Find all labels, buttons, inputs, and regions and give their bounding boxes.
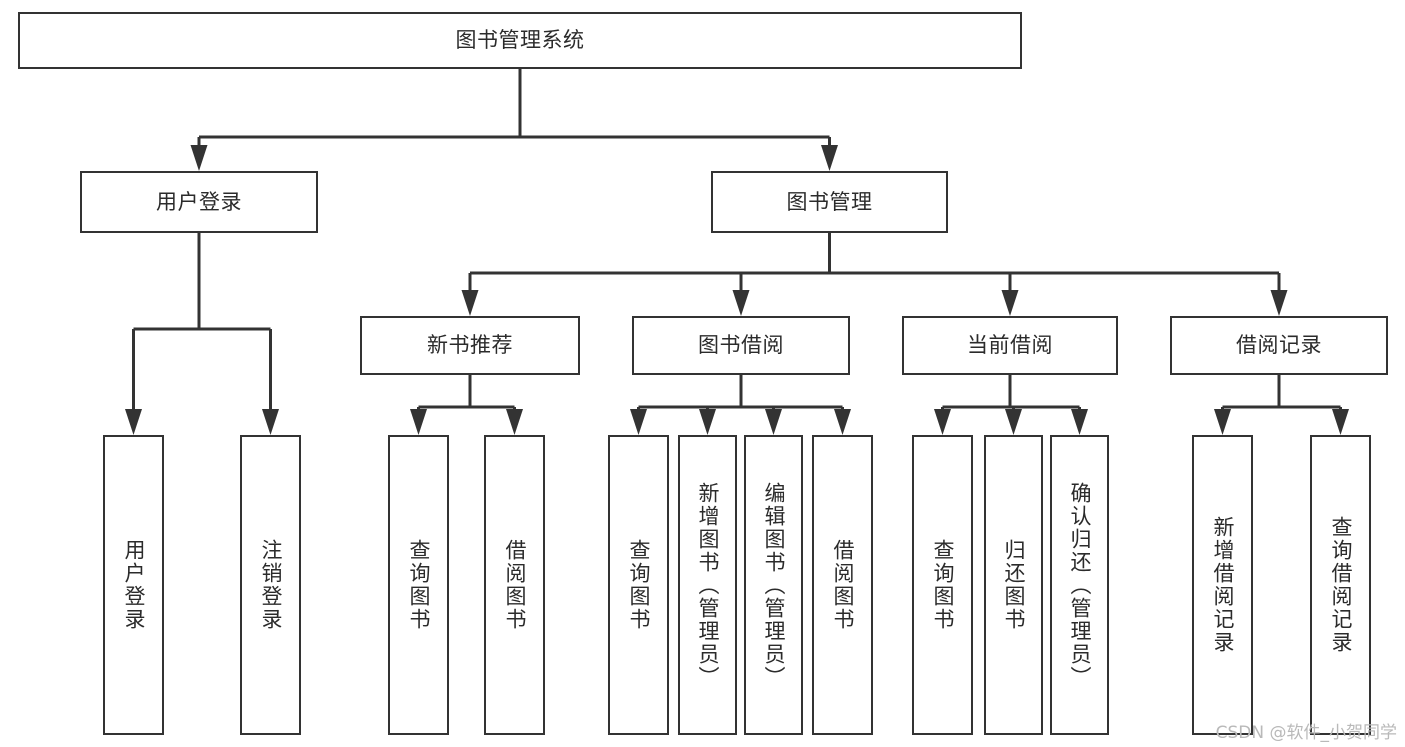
arrowhead-l2_user_login [190, 145, 208, 171]
node-label: 查询图书 [627, 539, 651, 631]
node-leaf-user-login[interactable]: 用户登录 [103, 435, 164, 735]
node-leaf-query-book-1[interactable]: 查询图书 [388, 435, 449, 735]
node-l3-record[interactable]: 借阅记录 [1170, 316, 1388, 375]
arrowhead-leaf_edit_book [765, 409, 782, 435]
arrowhead-leaf_logout [262, 409, 279, 435]
arrowhead-leaf_query_book_3 [934, 409, 951, 435]
node-l3-borrow[interactable]: 图书借阅 [632, 316, 850, 375]
node-label: 新增借阅记录 [1211, 516, 1235, 654]
node-label: 确认归还（管理员） [1068, 481, 1092, 689]
arrowhead-l3_record [1270, 290, 1288, 316]
node-leaf-borrow-book-1[interactable]: 借阅图书 [484, 435, 545, 735]
node-leaf-add-record[interactable]: 新增借阅记录 [1192, 435, 1253, 735]
arrowhead-leaf_borrow_book_2 [834, 409, 851, 435]
node-leaf-edit-book[interactable]: 编辑图书（管理员） [744, 435, 803, 735]
node-label: 归还图书 [1002, 539, 1026, 631]
arrowhead-leaf_query_book_1 [410, 409, 427, 435]
node-root[interactable]: 图书管理系统 [18, 12, 1022, 69]
node-label: 用户登录 [122, 539, 146, 631]
arrowhead-leaf_borrow_book_1 [506, 409, 523, 435]
node-leaf-query-record[interactable]: 查询借阅记录 [1310, 435, 1371, 735]
node-l2-book-manage[interactable]: 图书管理 [711, 171, 948, 233]
node-label: 图书管理系统 [455, 28, 585, 53]
node-label: 当前借阅 [967, 333, 1053, 358]
node-leaf-logout[interactable]: 注销登录 [240, 435, 301, 735]
arrowhead-l3_new_book [461, 290, 479, 316]
arrowhead-leaf_query_book_2 [630, 409, 647, 435]
node-label: 编辑图书（管理员） [762, 481, 786, 689]
node-label: 借阅图书 [503, 539, 527, 631]
watermark-text: CSDN @软件_小贺同学 [1215, 723, 1397, 743]
node-leaf-confirm-return[interactable]: 确认归还（管理员） [1050, 435, 1109, 735]
arrowhead-l3_borrow [732, 290, 750, 316]
node-l3-new-book[interactable]: 新书推荐 [360, 316, 580, 375]
node-l3-current[interactable]: 当前借阅 [902, 316, 1118, 375]
node-l2-user-login[interactable]: 用户登录 [80, 171, 318, 233]
node-leaf-add-book[interactable]: 新增图书（管理员） [678, 435, 737, 735]
arrowhead-leaf_return_book [1005, 409, 1022, 435]
arrowhead-leaf_user_login [125, 409, 142, 435]
node-label: 借阅记录 [1236, 333, 1322, 358]
node-label: 用户登录 [156, 189, 242, 214]
node-label: 图书借阅 [698, 333, 784, 358]
node-label: 借阅图书 [831, 539, 855, 631]
arrowhead-l3_current [1001, 290, 1019, 316]
node-label: 查询图书 [931, 539, 955, 631]
arrowhead-l2_book_manage [821, 145, 838, 171]
arrowhead-leaf_add_record [1214, 409, 1231, 435]
node-label: 图书管理 [786, 189, 873, 214]
node-label: 新书推荐 [427, 333, 513, 358]
node-leaf-borrow-book-2[interactable]: 借阅图书 [812, 435, 873, 735]
arrowhead-leaf_add_book [699, 409, 716, 435]
arrowhead-leaf_query_record [1332, 409, 1349, 435]
node-label: 注销登录 [259, 539, 283, 631]
node-leaf-query-book-3[interactable]: 查询图书 [912, 435, 973, 735]
node-label: 查询借阅记录 [1329, 516, 1353, 654]
arrowhead-leaf_confirm_return [1071, 409, 1088, 435]
node-label: 新增图书（管理员） [696, 481, 720, 689]
node-label: 查询图书 [407, 539, 431, 631]
node-leaf-return-book[interactable]: 归还图书 [984, 435, 1043, 735]
node-leaf-query-book-2[interactable]: 查询图书 [608, 435, 669, 735]
